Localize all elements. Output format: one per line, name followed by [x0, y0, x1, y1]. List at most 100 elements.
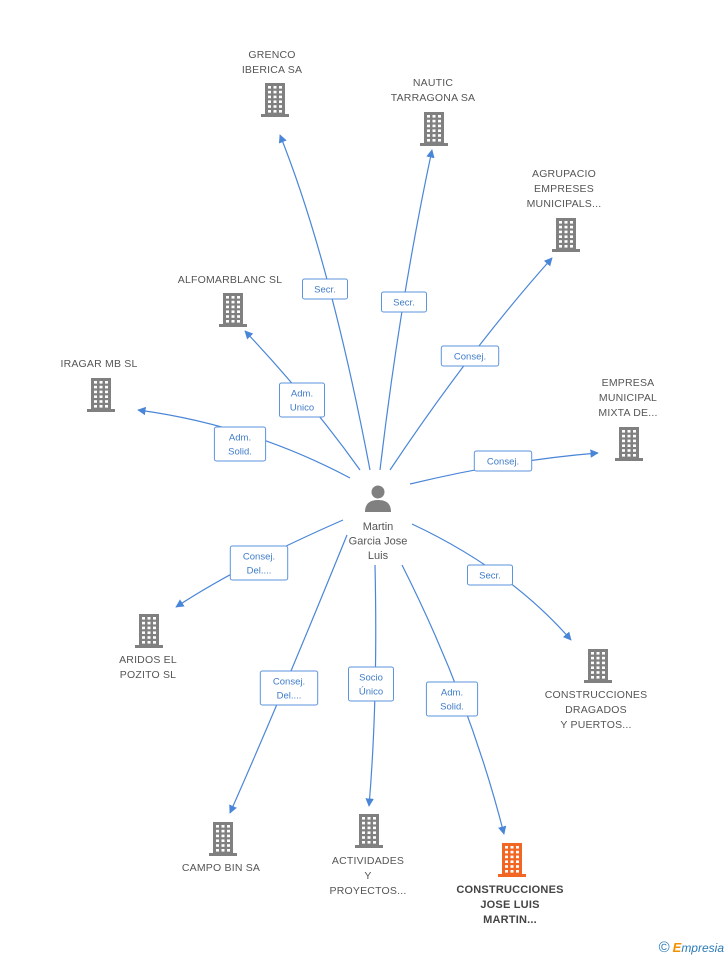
- center-name: Luis: [368, 550, 389, 562]
- building-window: [221, 834, 225, 838]
- node-iragar[interactable]: IRAGAR MB SL: [60, 358, 137, 412]
- building-window: [627, 430, 631, 433]
- building-base: [498, 874, 526, 877]
- person-icon: [365, 485, 391, 512]
- node-label: MUNICIPAL: [599, 392, 657, 404]
- building-window: [362, 821, 365, 825]
- building-window: [602, 676, 605, 679]
- building-window: [564, 230, 568, 234]
- edge-alfomarblanc[interactable]: Adm.Unico: [244, 330, 361, 471]
- building-window: [505, 870, 508, 873]
- edge-grenco[interactable]: Secr.: [278, 134, 371, 471]
- building-window: [279, 100, 282, 103]
- building-window: [505, 855, 508, 859]
- building-window: [268, 86, 271, 89]
- building-window: [373, 836, 376, 839]
- node-label: CONSTRUCCIONES: [456, 884, 563, 896]
- building-window: [105, 390, 108, 394]
- edge-nautic[interactable]: Secr.: [379, 149, 435, 471]
- node-campo[interactable]: CAMPO BIN SA: [182, 822, 260, 874]
- building-window: [564, 245, 568, 248]
- node-label: EMPRESES: [534, 183, 594, 195]
- building-window: [362, 826, 365, 830]
- building-window: [559, 235, 562, 238]
- building-window: [99, 381, 103, 384]
- building-window: [559, 230, 562, 234]
- node-label: ACTIVIDADES: [332, 855, 404, 867]
- building-window: [231, 305, 235, 309]
- node-label: Y PUERTOS...: [560, 719, 631, 731]
- edge-aridos[interactable]: Consej.Del....: [175, 519, 344, 608]
- brand-logo[interactable]: Empresia: [672, 940, 724, 955]
- building-window: [373, 841, 376, 844]
- building-icon: [420, 112, 448, 146]
- building-window: [367, 836, 371, 839]
- building-icon: [219, 293, 247, 327]
- building-window: [510, 870, 514, 873]
- edge-label-text: Solid.: [440, 702, 464, 713]
- edge-label-box: [425, 681, 479, 717]
- building-window: [99, 405, 103, 408]
- edge-label-text: Secr.: [314, 285, 336, 296]
- node-agrupacio[interactable]: AGRUPACIOEMPRESESMUNICIPALS...: [527, 168, 602, 252]
- node-label: ALFOMARBLANC SL: [178, 274, 283, 286]
- building-window: [570, 245, 573, 248]
- building-window: [505, 846, 508, 849]
- edge-empresa[interactable]: Consej.: [409, 449, 599, 485]
- building-window: [591, 652, 594, 655]
- edge-construcciones-jose[interactable]: Adm.Solid.: [401, 564, 507, 835]
- building-window: [570, 221, 573, 224]
- edge-construcciones-dragados[interactable]: Secr.: [411, 523, 572, 641]
- center-name: Martin: [363, 521, 394, 533]
- building-window: [226, 315, 229, 318]
- edge-agrupacio[interactable]: Consej.: [389, 257, 553, 471]
- building-window: [273, 105, 277, 108]
- node-actividades[interactable]: ACTIVIDADESYPROYECTOS...: [330, 814, 407, 897]
- edge-label-box: [213, 426, 267, 462]
- building-window: [273, 86, 277, 89]
- building-window: [627, 439, 631, 443]
- edge-label-box: [302, 278, 348, 300]
- building-window: [510, 850, 514, 854]
- building-window: [231, 300, 235, 304]
- edge-label-text: Consej.: [487, 457, 519, 468]
- building-window: [564, 221, 568, 224]
- building-window: [279, 110, 282, 113]
- building-window: [505, 850, 508, 854]
- building-window: [427, 129, 430, 132]
- building-window: [105, 381, 108, 384]
- edge-label-text: Secr.: [393, 298, 415, 309]
- building-window: [516, 846, 519, 849]
- building-window: [268, 100, 271, 103]
- building-window: [622, 449, 625, 452]
- node-label: MARTIN...: [483, 914, 537, 926]
- edges-layer: Secr.Secr.Consej.Adm.UnicoAdm.Solid.Cons…: [137, 134, 599, 835]
- edge-iragar[interactable]: Adm.Solid.: [137, 406, 351, 479]
- building-window: [633, 430, 636, 433]
- building-window: [633, 449, 636, 452]
- building-window: [221, 825, 225, 828]
- building-window: [273, 110, 277, 113]
- building-window: [94, 390, 97, 394]
- building-window: [226, 320, 229, 323]
- building-window: [622, 454, 625, 457]
- person-head: [371, 485, 385, 499]
- building-base: [420, 143, 448, 146]
- node-label: POZITO SL: [120, 669, 176, 681]
- building-window: [221, 829, 225, 833]
- edge-campo[interactable]: Consej.Del....: [229, 534, 348, 814]
- node-alfomarblanc[interactable]: ALFOMARBLANC SL: [178, 274, 283, 327]
- building-window: [516, 860, 519, 863]
- building-window: [367, 831, 371, 834]
- node-label: GRENCO: [248, 49, 295, 61]
